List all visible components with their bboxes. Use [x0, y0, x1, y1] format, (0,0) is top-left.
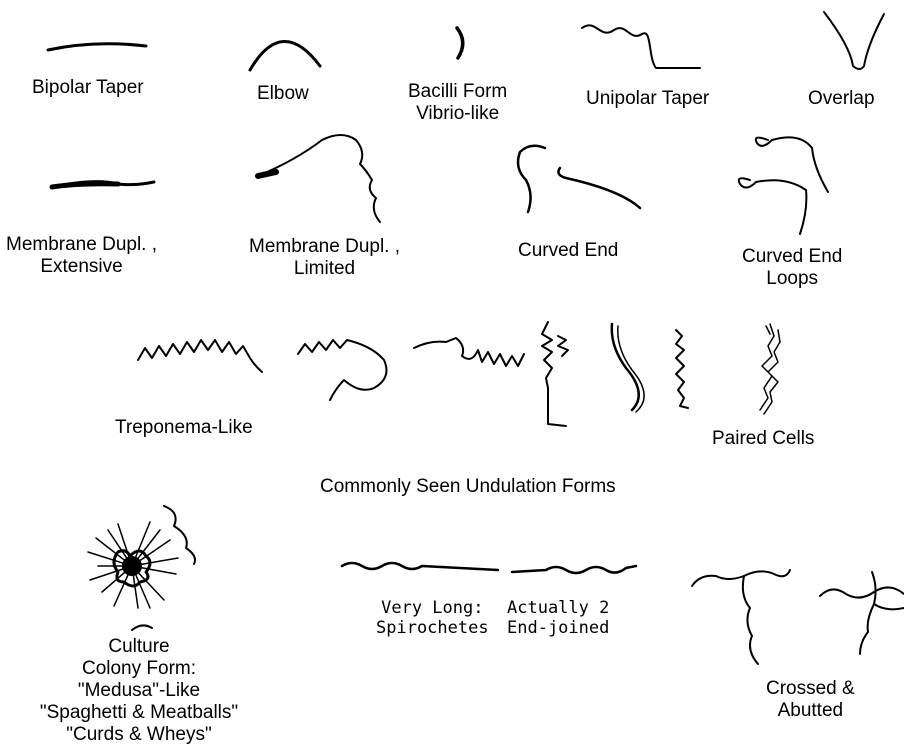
membrane-limited-shape: [258, 135, 380, 222]
label-overlap: Overlap: [808, 88, 875, 110]
label-actually-2: Actually 2 End-joined: [507, 598, 609, 638]
crossed-shape-1: [692, 570, 790, 586]
treponema-shape-1: [138, 340, 262, 372]
treponema-shape-2: [298, 340, 386, 400]
vertical-form-3: [676, 330, 688, 408]
label-membrane-dupl-extensive: Membrane Dupl. , Extensive: [6, 234, 157, 278]
label-membrane-dupl-limited: Membrane Dupl. , Limited: [249, 236, 400, 280]
label-undulation-heading: Commonly Seen Undulation Forms: [320, 476, 616, 498]
unipolar-taper-shape: [582, 25, 700, 68]
overlap-shape: [824, 12, 884, 69]
vertical-form-2: [558, 336, 568, 356]
label-unipolar-taper: Unipolar Taper: [586, 88, 709, 110]
label-curved-end-loops: Curved End Loops: [742, 246, 842, 290]
very-long-shape: [342, 563, 498, 570]
label-bipolar-taper: Bipolar Taper: [32, 77, 144, 99]
label-culture-colony: Culture Colony Form: "Medusa"-Like "Spag…: [28, 636, 250, 746]
bipolar-taper-shape: [48, 44, 146, 50]
curved-end-shape-1: [518, 146, 545, 212]
abutted-shape-2: [860, 572, 876, 654]
label-crossed-abutted: Crossed & Abutted: [766, 678, 855, 722]
end-joined-shape: [512, 566, 636, 573]
label-treponema-like: Treponema-Like: [115, 417, 253, 439]
label-elbow: Elbow: [257, 83, 309, 105]
label-very-long: Very Long: Spirochetes: [376, 598, 489, 638]
loops-shape-2: [739, 178, 807, 234]
treponema-shape-3: [414, 338, 524, 366]
s-form: [612, 324, 639, 410]
crossed-shape-2: [743, 576, 758, 664]
label-curved-end: Curved End: [518, 240, 618, 262]
curved-end-shape-2: [558, 168, 640, 208]
label-paired-cells: Paired Cells: [712, 428, 814, 450]
medusa-colony-shape: [88, 506, 195, 630]
elbow-shape: [250, 41, 320, 70]
abutted-shape-1: [820, 587, 904, 597]
vibrio-shape: [457, 28, 463, 58]
label-bacilli-form: Bacilli Form Vibrio-like: [408, 81, 507, 125]
paired-cells-shape: [760, 324, 780, 414]
